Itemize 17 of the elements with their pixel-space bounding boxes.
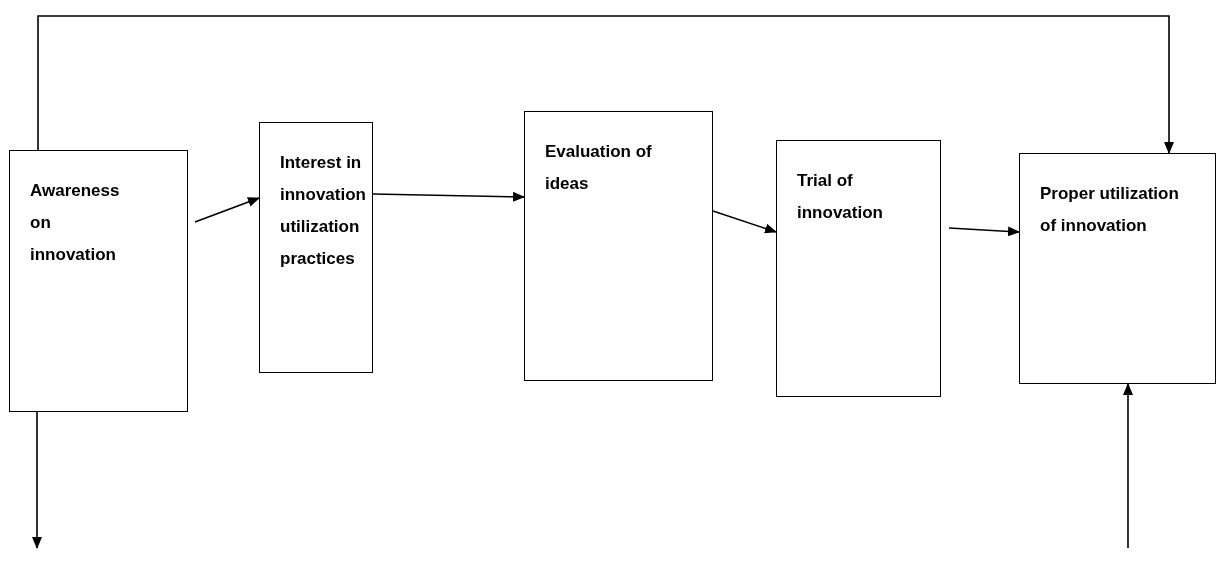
box-label: Trial of innovation [797,170,884,224]
arrow [948,226,1020,237]
arrow [37,15,1174,154]
box-label: Evaluation of ideas [545,141,653,195]
process-box [1019,153,1216,384]
box-label: Awareness on innovation [30,180,121,266]
process-box [776,140,941,397]
process-box [9,150,188,412]
arrow [372,191,525,202]
arrow [194,197,260,223]
box-label: Interest in innovation utilization practices [280,152,367,270]
box-label: Proper utilization of innovation [1040,183,1180,237]
arrow [1123,383,1133,549]
arrow [712,210,777,234]
process-box [259,122,373,373]
arrow [32,411,42,549]
process-box [524,111,713,381]
